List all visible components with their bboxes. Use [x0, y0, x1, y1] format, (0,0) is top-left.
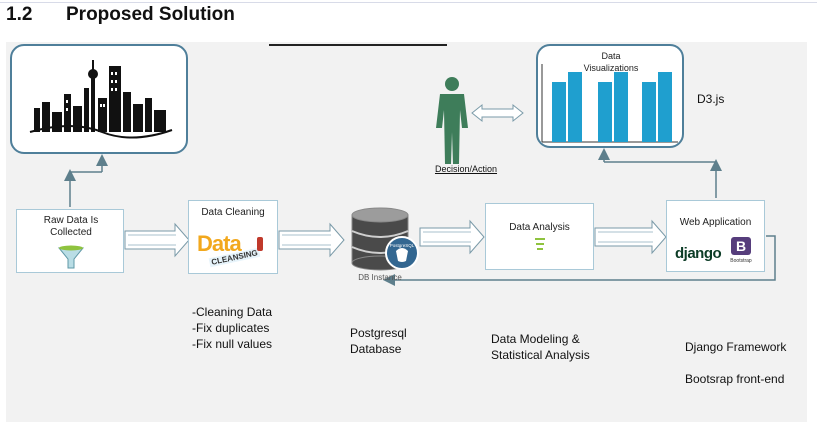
city-box	[10, 44, 188, 154]
arrow-analysis-to-web	[594, 219, 667, 255]
bar-chart-icon	[541, 64, 678, 143]
arrow-decision-visual	[471, 103, 524, 123]
db-node: PostgreSQL DB Instance	[344, 203, 422, 283]
person-icon	[436, 77, 468, 164]
postgres-logo-text: PostgreSQL	[390, 243, 415, 248]
analysis-caption: Data Modeling & Statistical Analysis	[491, 332, 590, 362]
data-visualizations-label: Data Visualizations	[583, 51, 639, 73]
bootstrap-label: Bootstrap	[730, 258, 752, 264]
data-cleansing-image: Data CLEANSING	[195, 231, 271, 271]
city-skyline-icon	[29, 60, 173, 139]
heading-number: 1.2	[6, 4, 33, 25]
arrow-db-to-analysis	[419, 219, 485, 255]
heading-title: Proposed Solution	[66, 4, 235, 25]
web-app-label: Web Application	[679, 217, 752, 228]
raw-data-label: Raw Data Is Collected	[43, 215, 99, 238]
top-rule	[0, 2, 817, 3]
web-app-node: Web Application django B Bootstrap	[666, 200, 765, 272]
arrow-web-to-db	[383, 235, 776, 286]
analysis-icon	[535, 238, 545, 250]
data-analysis-node: Data Analysis	[485, 203, 594, 270]
database-caption: Postgresql Database	[350, 326, 407, 356]
django-logo: django	[675, 245, 722, 262]
frontend-caption: Bootsrap front-end	[685, 372, 785, 386]
cleaning-caption: -Cleaning Data -Fix duplicates -Fix null…	[192, 305, 273, 351]
bucket-icon	[257, 237, 263, 251]
framework-caption: Django Framework	[685, 340, 787, 354]
data-cleaning-label: Data Cleaning	[201, 207, 265, 218]
page-heading: 1.2 Proposed Solution	[6, 4, 235, 26]
d3js-label: D3.js	[697, 92, 725, 106]
database-icon: PostgreSQL	[351, 207, 419, 271]
title-underline	[269, 44, 447, 46]
db-instance-label: DB Instance	[358, 273, 402, 282]
arrow-cleaning-to-db	[278, 222, 345, 258]
block-arrows	[124, 103, 667, 258]
arrow-raw-to-cleaning	[124, 222, 190, 258]
raw-data-node: Raw Data Is Collected	[16, 209, 124, 273]
bootstrap-logo: B	[731, 237, 751, 255]
funnel-icon	[57, 245, 85, 269]
decision-action-label: Decision/Action	[434, 164, 498, 174]
data-cleaning-node: Data Cleaning Data CLEANSING	[188, 200, 278, 274]
data-visualizations-node: Data Visualizations	[536, 44, 684, 148]
data-analysis-label: Data Analysis	[509, 222, 570, 233]
